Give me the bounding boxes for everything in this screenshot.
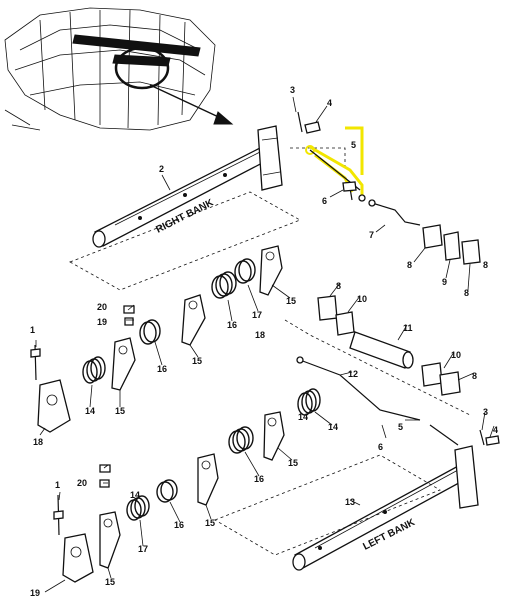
- callout-20-upper: 20: [97, 302, 107, 312]
- callout-15-upper-right: 15: [286, 296, 296, 306]
- callout-numbers: 3 4 5 2 6 7 8 9 8 20 19 1 18 14 15 16 15…: [30, 85, 498, 598]
- callout-8-upper-right: 8: [464, 288, 469, 298]
- left-bank-shaft: [214, 445, 479, 571]
- callout-11: 11: [403, 323, 413, 333]
- lower-rocker-row: [53, 388, 321, 583]
- bushings-and-sleeve: [284, 295, 500, 446]
- callout-16-upper-mid: 16: [227, 320, 237, 330]
- callout-8-far-right: 8: [483, 260, 488, 270]
- callout-14-lower-right: 14: [328, 422, 338, 432]
- callout-5-top: 5: [351, 140, 356, 150]
- callout-6-top: 6: [322, 196, 327, 206]
- callout-3-lower: 3: [483, 407, 488, 417]
- callout-15-upper-left: 15: [115, 406, 125, 416]
- rod-and-bushing-upper: [368, 199, 481, 265]
- leader-lines: [35, 96, 495, 593]
- callout-4-top: 4: [327, 98, 332, 108]
- callout-16-lower-mid: 16: [254, 474, 264, 484]
- callout-8-mid-bottom: 8: [472, 371, 477, 381]
- callout-15-lower-right: 15: [288, 458, 298, 468]
- callout-12: 12: [348, 369, 358, 379]
- callout-7: 7: [369, 230, 374, 240]
- callout-10-upper: 10: [357, 294, 367, 304]
- callout-17-upper: 17: [252, 310, 262, 320]
- callout-16-lower-left: 16: [174, 520, 184, 530]
- callout-1-lower: 1: [55, 480, 60, 490]
- callout-18-lower: 19: [30, 588, 40, 598]
- callout-16-upper-left: 16: [157, 364, 167, 374]
- callout-15-upper-mid: 15: [192, 356, 202, 366]
- callout-17-extra: 18: [255, 330, 265, 340]
- callout-17-lower: 17: [138, 544, 148, 554]
- callout-5-lower: 5: [398, 422, 403, 432]
- engine-locator-illustration: [4, 7, 234, 131]
- callout-15-lower-mid: 15: [205, 518, 215, 528]
- callout-14-extra: 14: [298, 412, 308, 422]
- callout-19-upper: 19: [97, 317, 107, 327]
- callout-8-mid-top: 8: [336, 281, 341, 291]
- callout-6-lower: 6: [378, 442, 383, 452]
- callout-14-upper-left: 14: [85, 406, 95, 416]
- callout-19-lower: 20: [77, 478, 87, 488]
- callout-4-lower: 4: [493, 425, 498, 435]
- bolt-assembly-top: [297, 111, 357, 201]
- callout-3-top: 3: [290, 85, 295, 95]
- callout-1-upper: 1: [30, 325, 35, 335]
- right-bank-shaft: [69, 125, 346, 291]
- callout-8-upper-left: 8: [407, 260, 412, 270]
- callout-2: 2: [159, 164, 164, 174]
- callout-10-lower: 10: [451, 350, 461, 360]
- callout-9: 9: [442, 277, 447, 287]
- upper-rocker-row: [30, 245, 283, 433]
- callout-14-lower-left: 14: [130, 490, 140, 500]
- callout-13: 13: [345, 497, 355, 507]
- callout-18-upper: 18: [33, 437, 43, 447]
- callout-15-lower-left: 15: [105, 577, 115, 587]
